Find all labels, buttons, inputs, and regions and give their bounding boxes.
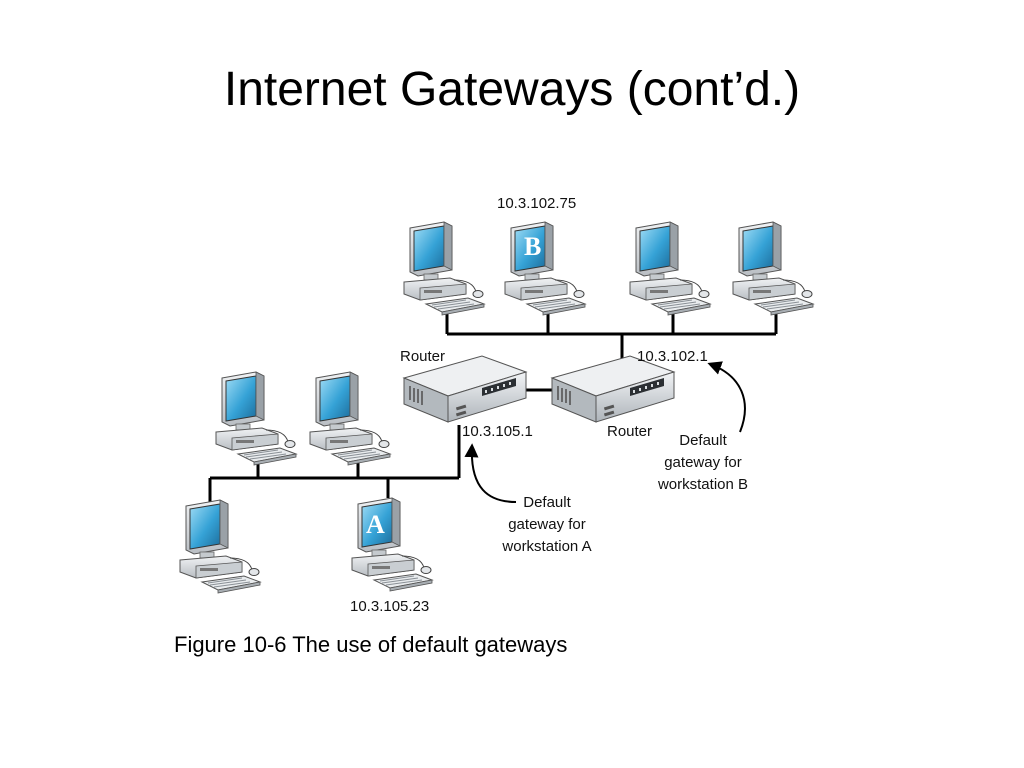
figure-caption: Figure 10-6 The use of default gateways xyxy=(174,632,568,657)
workstation-top-4 xyxy=(732,221,814,316)
gateway-a-note-line-2: gateway for xyxy=(508,516,586,533)
gateway-b-note-line-1: Default xyxy=(679,432,727,449)
router-right xyxy=(551,355,675,423)
router-left-label: Router xyxy=(400,348,445,365)
workstation-b-letter: B xyxy=(524,232,541,261)
network-cabling xyxy=(208,314,778,502)
workstation-b-ip: 10.3.102.75 xyxy=(497,195,576,212)
workstation-a-ip: 10.3.105.23 xyxy=(350,598,429,615)
gateway-b-note-line-2: gateway for xyxy=(664,454,742,471)
workstation-b: B xyxy=(504,221,586,316)
gateway-a-note-line-1: Default xyxy=(523,494,571,511)
gateway-a-annotation: Default gateway for workstation A xyxy=(464,443,592,555)
slide-title: Internet Gateways (cont’d.) xyxy=(223,63,801,116)
router-right-ip: 10.3.102.1 xyxy=(637,348,708,365)
router-right-label: Router xyxy=(607,423,652,440)
workstation-top-1 xyxy=(403,221,485,316)
gateway-b-note-line-3: workstation B xyxy=(657,476,748,493)
router-left xyxy=(403,355,527,423)
workstation-top-3 xyxy=(629,221,711,316)
router-left-ip: 10.3.105.1 xyxy=(462,423,533,440)
gateway-a-note-line-3: workstation A xyxy=(501,538,591,555)
workstation-a-letter: A xyxy=(366,510,385,539)
workstation-a: A xyxy=(351,497,433,592)
workstation-bottom-3 xyxy=(179,499,261,594)
gateway-b-annotation: Default gateway for workstation B xyxy=(657,361,748,493)
workstation-bottom-2 xyxy=(309,371,391,466)
workstation-bottom-1 xyxy=(215,371,297,466)
